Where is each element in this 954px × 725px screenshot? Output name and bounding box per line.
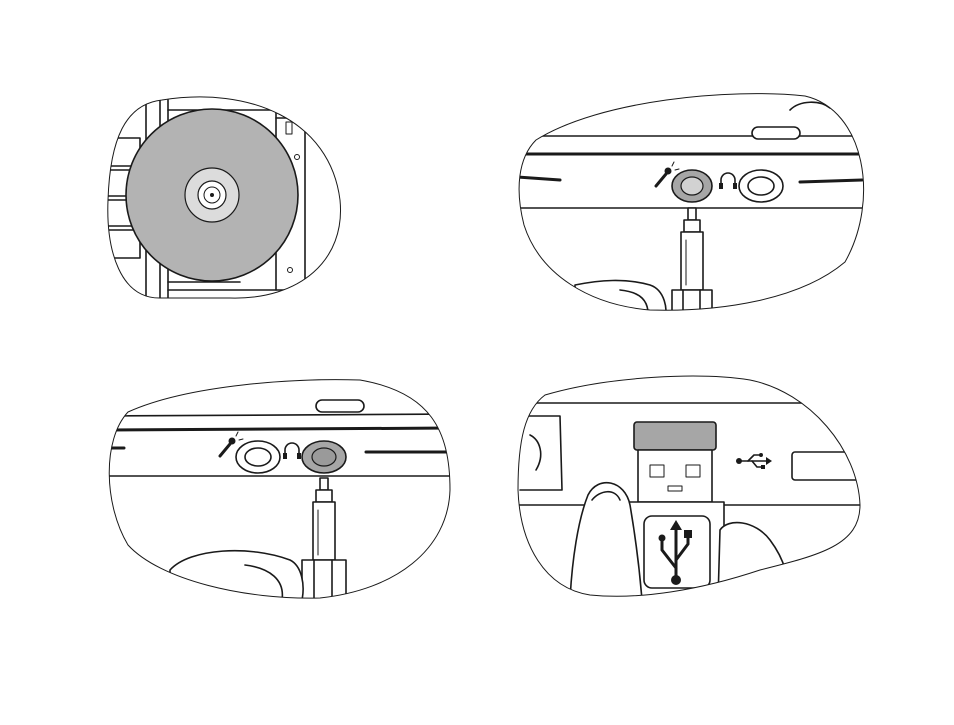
headphone-icon xyxy=(283,443,301,459)
usb-connector xyxy=(626,422,724,600)
panel-headphone-jack xyxy=(100,380,460,600)
status-led xyxy=(752,127,800,139)
headphone-icon xyxy=(719,173,737,189)
headphone-port xyxy=(302,441,346,473)
panel-usb-plug xyxy=(510,376,870,600)
hand xyxy=(170,551,303,600)
disc-icon xyxy=(126,109,298,281)
headphone-port xyxy=(739,170,783,202)
panel-mic-jack xyxy=(510,94,870,320)
microphone-port xyxy=(672,170,712,202)
usb-icon xyxy=(736,453,772,469)
audio-plug xyxy=(302,478,346,600)
panel-cd-insert xyxy=(104,97,341,300)
microphone-port xyxy=(236,441,280,473)
status-led xyxy=(316,400,364,412)
hand xyxy=(575,280,666,320)
audio-plug xyxy=(672,208,712,320)
